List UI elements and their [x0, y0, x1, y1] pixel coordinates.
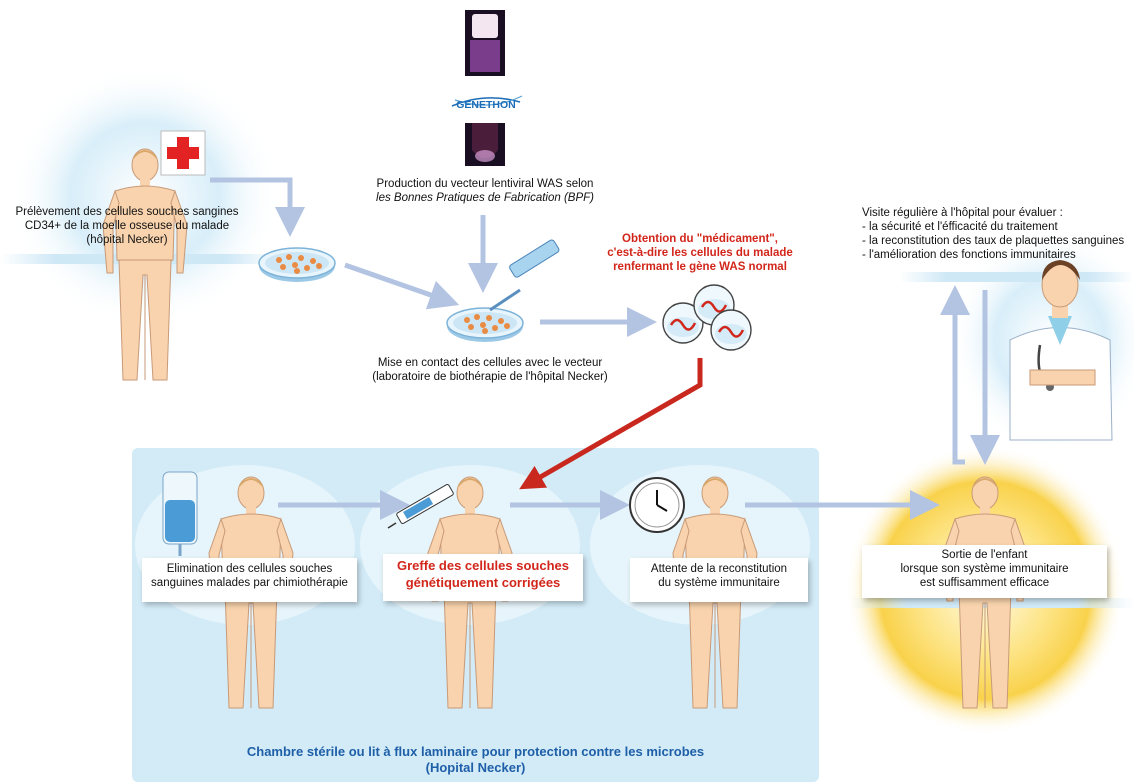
pipette-icon: [489, 239, 560, 312]
collection-label: Prélèvement des cellules souches sangine…: [12, 205, 242, 247]
collection-line-1: Prélèvement des cellules souches sangine…: [15, 206, 239, 218]
syringe-icon: [387, 484, 454, 529]
arrow-collection-to-dish: [210, 177, 305, 237]
sterile-room-line-2: (Hopital Necker): [425, 760, 526, 775]
graft-card: Greffe des cellules souches génétiquemen…: [383, 554, 583, 601]
vector-line-1: Production du vecteur lentiviral WAS sel…: [376, 178, 594, 190]
wait-line-2: du système immunitaire: [658, 577, 780, 589]
vector-tube-icon: [465, 123, 505, 166]
corrected-cells-icon: [661, 283, 753, 352]
doctor-floor-stripe: [900, 272, 1134, 282]
wait-line-1: Attente de la reconstitution: [650, 563, 788, 575]
medication-line-3: renfermant le gène WAS normal: [613, 261, 787, 273]
red-cross-icon: [160, 130, 206, 176]
followup-label: Visite régulière à l'hôpital pour évalue…: [862, 206, 1134, 262]
collection-line-2: CD34+ de la moelle osseuse du malade: [24, 220, 230, 232]
doctor-figure: [1009, 260, 1113, 441]
sterile-room-title: Chambre stérile ou lit à flux laminaire …: [132, 744, 819, 776]
elimination-line-1: Elimination des cellules souches: [166, 563, 333, 575]
genethon-logo-text: GENETHON: [456, 99, 516, 111]
iv-bag-icon: [162, 471, 198, 556]
graft-line-1: Greffe des cellules souches: [397, 558, 569, 573]
collection-line-3: (hôpital Necker): [86, 234, 168, 246]
vector-vial-icon: [465, 10, 505, 76]
followup-item-2: - la reconstitution des taux de plaquett…: [862, 235, 1125, 247]
vector-label: Production du vecteur lentiviral WAS sel…: [350, 177, 620, 205]
vector-line-2: les Bonnes Pratiques de Fabrication (BPF…: [376, 192, 594, 204]
genethon-logo: GENETHON: [451, 95, 523, 111]
contact-dish-icon: [446, 307, 524, 343]
discharge-line-2: lorsque son système immunitaire: [900, 563, 1069, 575]
arrow-discharge-to-doctor: [940, 285, 970, 465]
arrow-dish-to-contact: [344, 262, 460, 310]
discharge-line-3: est suffisamment efficace: [919, 577, 1050, 589]
discharge-line-1: Sortie de l'enfant: [941, 549, 1028, 561]
clock-icon: [629, 477, 685, 533]
sterile-room-line-1: Chambre stérile ou lit à flux laminaire …: [246, 744, 705, 759]
collection-patient-figure: [102, 148, 188, 381]
followup-title: Visite régulière à l'hôpital pour évalue…: [862, 207, 1063, 219]
arrow-cells-to-graft: [519, 358, 703, 490]
graft-line-2: génétiquement corrigées: [405, 575, 561, 590]
wait-card: Attente de la reconstitution du système …: [630, 558, 808, 602]
petri-dish-icon: [258, 247, 336, 283]
followup-item-3: - l'amélioration des fonctions immunitai…: [862, 249, 1076, 261]
medication-line-1: Obtention du "médicament",: [622, 233, 778, 245]
followup-item-1: - la sécurité et l'éfficacité du traitem…: [862, 221, 1058, 233]
contact-label: Mise en contact des cellules avec le vec…: [355, 356, 625, 384]
discharge-card: Sortie de l'enfant lorsque son système i…: [862, 545, 1107, 598]
contact-line-1: Mise en contact des cellules avec le vec…: [377, 357, 603, 369]
elimination-line-2: sanguines malades par chimiothérapie: [151, 577, 348, 589]
contact-line-2: (laboratoire de biothérapie de l'hôpital…: [372, 371, 608, 383]
medication-line-2: c'est-à-dire les cellules du malade: [607, 247, 793, 259]
elimination-card: Elimination des cellules souches sanguin…: [142, 558, 357, 602]
medication-label: Obtention du "médicament", c'est-à-dire …: [590, 232, 810, 274]
